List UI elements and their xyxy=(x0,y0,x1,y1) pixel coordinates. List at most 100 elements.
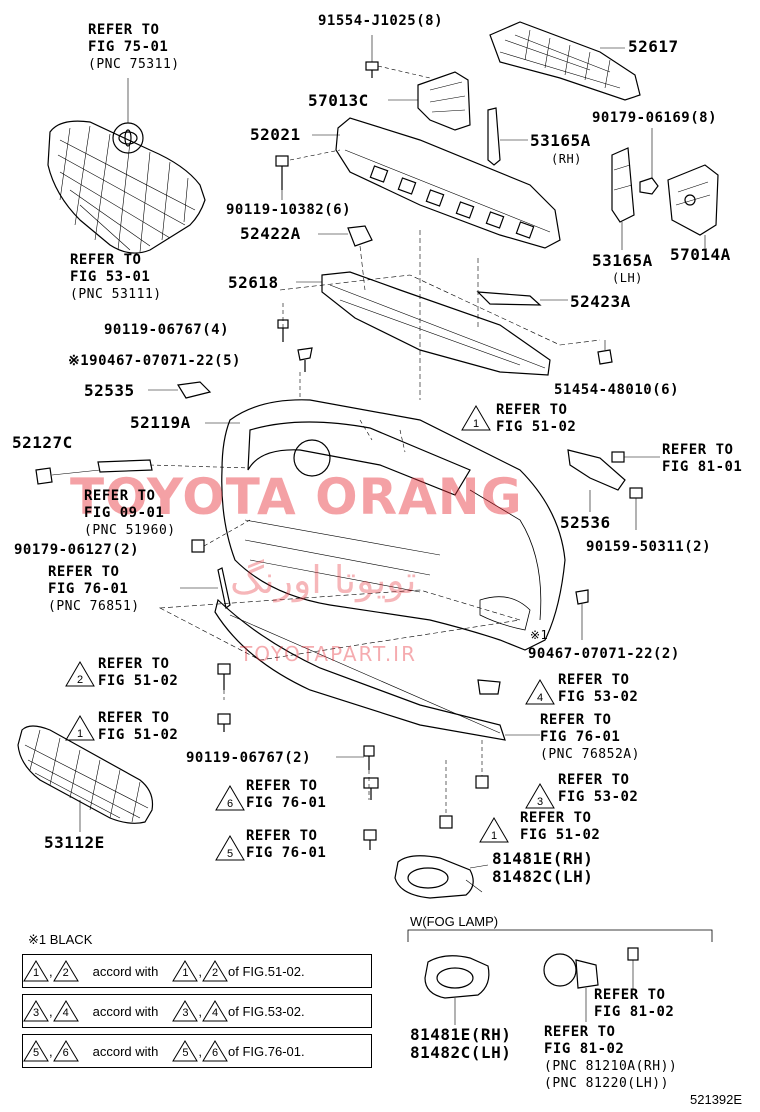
part-52617: 52617 xyxy=(628,37,679,56)
part-53165A-rh-side: (RH) xyxy=(551,152,582,166)
lower-grille-53112E xyxy=(17,725,154,832)
nut-90179-06169 xyxy=(639,128,659,195)
part-52119A: 52119A xyxy=(130,413,191,432)
fog-cover xyxy=(394,855,489,899)
part-81481E-rh: 81481E(RH) xyxy=(492,849,594,868)
svg-text:1: 1 xyxy=(77,728,83,740)
svg-text:1: 1 xyxy=(473,418,479,430)
legend-tri-d: 6 xyxy=(202,1040,228,1062)
clip-90467-top xyxy=(297,347,313,372)
screw-91554 xyxy=(365,35,431,79)
upper-grille xyxy=(47,120,206,254)
legend-tri-d: 2 xyxy=(202,960,228,982)
bracket-53165A-rh xyxy=(487,107,528,166)
diagram-id: 521392E xyxy=(690,1092,743,1107)
legend-tri-b: 4 xyxy=(52,1000,79,1022)
svg-text:1: 1 xyxy=(491,830,497,842)
legend-row-3: 5 , 6 accord with 5 , 6 of FIG.76-01. xyxy=(22,1034,372,1068)
part-90119-06767-2: 90119-06767(2) xyxy=(186,750,312,766)
ref-triangles xyxy=(65,405,555,861)
part-52423A: 52423A xyxy=(570,292,631,311)
legend-tri-a: 5 xyxy=(23,1040,49,1062)
legend-tri-b: 6 xyxy=(52,1040,79,1062)
clip-52423A xyxy=(476,291,568,306)
part-57013C: 57013C xyxy=(308,91,369,110)
part-90159: 90159-50311(2) xyxy=(586,539,712,555)
svg-text:6: 6 xyxy=(227,798,233,810)
part-52536: 52536 xyxy=(560,513,611,532)
part-90179-06127: 90179-06127(2) xyxy=(14,542,140,558)
part-53165A-lh: 53165A xyxy=(592,251,653,270)
fog-lamp xyxy=(543,947,639,1022)
legend-tri-a: 1 xyxy=(23,960,49,982)
bracket-52535 xyxy=(148,381,212,399)
bracket-57013C xyxy=(388,71,471,131)
bracket-52617 xyxy=(489,21,641,101)
clip-52422A xyxy=(318,225,373,247)
legend-row-2: 3 , 4 accord with 3 , 4 of FIG.53-02. xyxy=(22,994,372,1028)
fog-lamp-title: W(FOG LAMP) xyxy=(410,914,499,929)
part-52422A: 52422A xyxy=(240,224,301,243)
legend-tri-d: 4 xyxy=(202,1000,228,1022)
lower-fasteners xyxy=(217,663,501,850)
emblem xyxy=(112,78,144,154)
part-91554: 91554-J1025(8) xyxy=(318,13,444,29)
part-52021: 52021 xyxy=(250,125,301,144)
cap-52127C xyxy=(35,459,251,485)
part-90179-06169: 90179-06169(8) xyxy=(592,110,718,126)
fog-cover-b xyxy=(424,955,490,1025)
part-57014A: 57014A xyxy=(670,245,731,264)
bolt-90119-10382 xyxy=(275,149,341,200)
bracket-57014A xyxy=(667,164,719,248)
ref-triangle-numbers: 1 2 4 1 6 3 1 5 xyxy=(77,418,543,860)
part-53165A-lh-side: (LH) xyxy=(612,271,643,285)
part-90119-10382: 90119-10382(6) xyxy=(226,202,352,218)
undercover-52618 xyxy=(296,271,551,376)
part-53112E: 53112E xyxy=(44,833,105,852)
bolt-90119-06767-4 xyxy=(277,300,289,342)
legend-tri-c: 3 xyxy=(172,1000,199,1022)
part-51454: 51454-48010(6) xyxy=(554,382,680,398)
part-90467-top: ※190467-07071-22(5) xyxy=(68,353,241,369)
bracket-53165A-lh xyxy=(611,147,635,250)
part-90467-bottom-mark: ※1 xyxy=(530,628,549,642)
legend-tri-b: 2 xyxy=(52,960,79,982)
legend-note: ※1 BLACK xyxy=(28,932,93,947)
nut-90179-06127 xyxy=(191,519,251,553)
reinforcement-52021 xyxy=(312,117,561,249)
watermark-main: TOYOTA ORANG xyxy=(70,468,523,526)
part-52127C: 52127C xyxy=(12,433,73,452)
clip-51454 xyxy=(597,340,613,365)
legend-tri-c: 1 xyxy=(172,960,199,982)
watermark-site: TOYOTAPART.IR xyxy=(240,642,417,666)
part-90467-bottom: 90467-07071-22(2) xyxy=(528,646,680,662)
part-52535: 52535 xyxy=(84,381,135,400)
bracket-52536 xyxy=(567,449,660,530)
molding-76851 xyxy=(180,567,231,610)
part-81481E-rh-b: 81481E(RH) xyxy=(410,1025,512,1044)
svg-text:4: 4 xyxy=(537,692,543,704)
legend-tri-a: 3 xyxy=(23,1000,49,1022)
part-81482C-lh-b: 81482C(LH) xyxy=(410,1043,512,1062)
bumper-cover-52119A xyxy=(205,372,566,651)
svg-text:5: 5 xyxy=(227,848,233,860)
spoiler-76852A xyxy=(214,598,540,741)
svg-text:2: 2 xyxy=(77,674,83,686)
